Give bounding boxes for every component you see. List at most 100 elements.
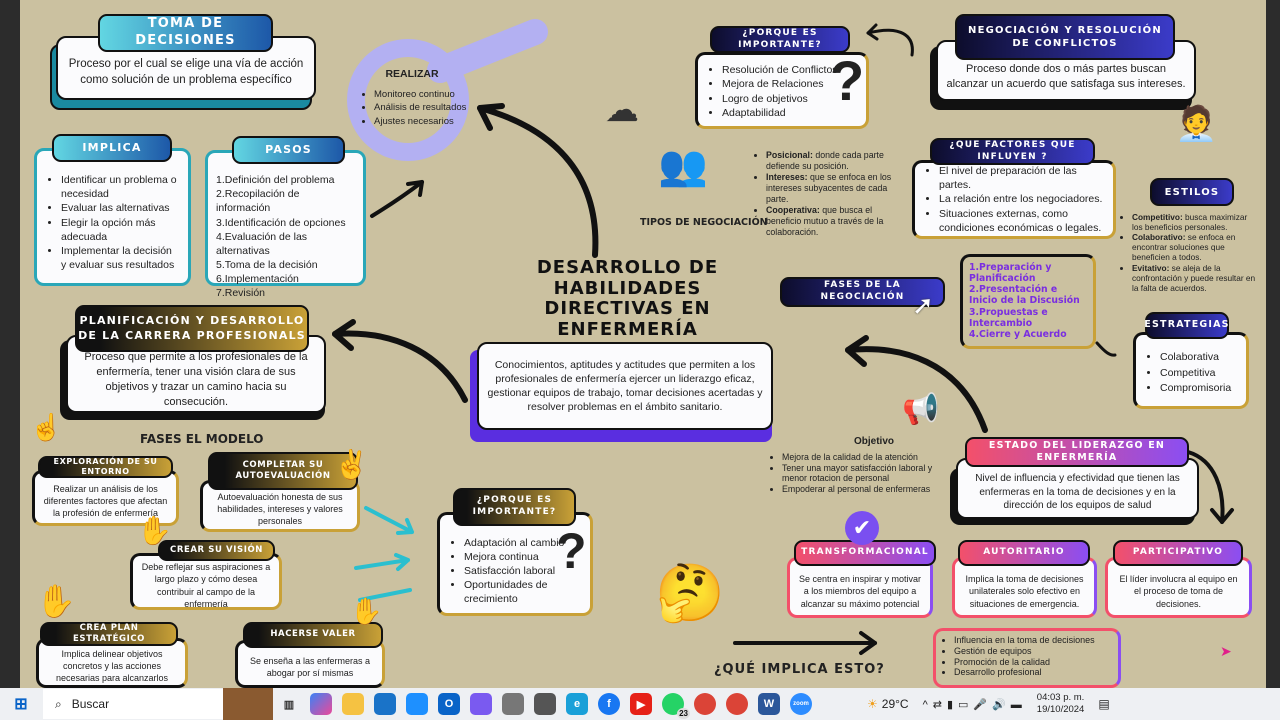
chrome-profile-icon[interactable] (726, 693, 748, 715)
center-text: Conocimientos, aptitudes y actitudes que… (477, 342, 773, 430)
weather-widget[interactable]: ☀29°C (867, 697, 909, 711)
hand-one-icon: ☝ (30, 412, 63, 442)
fase-vision-title: CREAR SU VISIÓN (158, 540, 275, 561)
list-item: Adaptabilidad (722, 106, 838, 120)
copilot-icon[interactable] (310, 693, 332, 715)
fase-plan-text: Implica delinear objetivos concretos y l… (36, 638, 188, 688)
chrome-icon[interactable] (694, 693, 716, 715)
steam-cloud-icon: ☁ (605, 91, 639, 129)
edge-icon[interactable]: e (566, 693, 588, 715)
estrategias-title: ESTRATEGIAS (1144, 312, 1229, 339)
list-item: Mejora de la calidad de la atención (782, 452, 945, 463)
list-item: La relación entre los negociadores. (939, 192, 1105, 206)
list-item: Colaborativo: se enfoca en encontrar sol… (1132, 232, 1257, 262)
right-dark-border (1266, 0, 1280, 688)
fases-negociacion-button[interactable]: FASES DE LA NEGOCIACIÓN (780, 277, 945, 307)
list-item: Identificar un problema o necesidad (61, 173, 180, 201)
negociacion-title: NEGOCIACIÓN Y RESOLUCIÓN DE CONFLICTOS (955, 14, 1175, 60)
whatsapp-icon[interactable]: 23 (662, 693, 690, 719)
youtube-icon[interactable]: ▶ (630, 693, 652, 715)
search-icon: ⌕ (55, 696, 62, 711)
importante-top-title: ¿PORQUE ES IMPORTANTE? (710, 26, 850, 53)
list-item: Gestión de equipos (954, 646, 1112, 657)
word-icon[interactable]: W (758, 693, 780, 715)
arrow-to-planificacion (332, 330, 468, 403)
file-explorer-icon[interactable] (342, 693, 364, 715)
list-item: Intereses: que se enfoca en los interese… (766, 172, 892, 205)
fase-plan-title: CREA PLAN ESTRATÉGICO (40, 622, 178, 646)
hand-four-icon: ✋ (36, 583, 76, 619)
megaphone-icon: 📢 (902, 393, 940, 426)
tipos-title: TIPOS DE NEGOCIACIÓN (640, 217, 768, 228)
tipos-list: Posicional: donde cada parte defiende su… (750, 150, 892, 238)
factores-title: ¿QUE FACTORES QUE INFLUYEN ? (930, 138, 1095, 165)
fase-exploracion-title: EXPLORACIÓN DE SU ENTORNO (38, 456, 173, 478)
cursor-click-icon: ➚ (912, 290, 934, 320)
chat-icon[interactable] (406, 693, 428, 715)
list-item: Logro de objetivos (722, 92, 838, 106)
people-conflict-icon: 🧑‍💼 (1175, 105, 1218, 143)
outlook-icon[interactable]: O (438, 693, 460, 715)
left-dark-border (0, 0, 20, 688)
importante-bottom-card: Adaptación al cambioMejora continuaSatis… (437, 512, 593, 616)
list-item: Evitativo: se aleja de la confrontación … (1132, 263, 1257, 293)
hand-three-icon: ✋ (137, 515, 172, 546)
list-item: Promoción de la calidad (954, 657, 1112, 668)
implica-esto-title: ¿QUÉ IMPLICA ESTO? (714, 662, 885, 677)
list-item: 2.Presentación e Inicio de la Discusión (969, 284, 1080, 307)
windows-start-icon[interactable]: ⊞ (14, 696, 28, 713)
list-item: Mejora de Relaciones (722, 77, 838, 91)
list-item: Ajustes necesarios (374, 115, 472, 128)
list-item: Implementar la decisión y evaluar sus re… (61, 244, 180, 272)
thinking-person-icon: 🤔 (655, 561, 725, 624)
recycle-icon[interactable] (502, 693, 524, 715)
list-item: Influencia en la toma de decisiones (954, 635, 1112, 646)
clock-date: 19/10/2024 (1036, 704, 1085, 715)
facebook-icon[interactable]: f (598, 693, 620, 715)
estilos-title: ESTILOS (1150, 178, 1234, 206)
pasos-title: PASOS (232, 136, 345, 164)
notifications-icon[interactable]: ▤ (1098, 697, 1110, 711)
list-item: 4.Cierre y Acuerdo (969, 328, 1067, 340)
list-item: 3.Propuestas e Intercambio (969, 306, 1048, 329)
store-icon[interactable] (374, 693, 396, 715)
fase-autoevaluacion-title: COMPLETAR SU AUTOEVALUACIÓN (208, 452, 358, 490)
petra-image-icon (223, 688, 273, 720)
list-item: Monitoreo continuo (374, 88, 472, 101)
hand-two-icon: ✌ (334, 449, 369, 480)
list-item: 1.Definición del problema (216, 174, 335, 186)
businessmen-icon: 👥 (658, 144, 708, 188)
implica-title: IMPLICA (52, 134, 172, 162)
app-icon[interactable] (470, 693, 492, 715)
importante-bottom-title: ¿PORQUE ES IMPORTANTE? (453, 488, 576, 526)
list-item: Evaluar las alternativas (61, 201, 180, 215)
list-item: Competitivo: busca maximizar los benefic… (1132, 212, 1257, 232)
list-item: Cooperativa: que busca el beneficio mutu… (766, 205, 892, 238)
liderazgo-title: ESTADO DEL LIDERAZGO EN ENFERMERÍA (965, 437, 1189, 467)
notification-badge: 23 (677, 708, 690, 719)
list-item: Desarrollo profesional (954, 667, 1112, 678)
list-item: Situaciones externas, como condiciones e… (939, 207, 1105, 235)
zoom-icon[interactable]: zoom (790, 693, 812, 715)
list-item: 1.Preparación y Planificación (969, 262, 1052, 285)
task-view-icon[interactable]: ▥ (283, 698, 295, 711)
main-title: DESARROLLO DE HABILIDADES DIRECTIVAS EN … (536, 257, 719, 341)
question-mark-icon: ? (556, 523, 587, 579)
system-tray-icons[interactable]: ^⇄▮▭🎤🔊▬ (922, 698, 1027, 711)
calculator-icon[interactable] (534, 693, 556, 715)
list-item: 5.Toma de la decisión (216, 259, 318, 272)
list-item: El nivel de preparación de las partes. (939, 164, 1105, 192)
hand-five-icon: ✋ (350, 596, 383, 626)
taskbar: ⊞ ⌕Buscar ▥ O e f ▶ 23 W zoom ☀29°C ^⇄▮▭… (0, 688, 1280, 720)
list-item: Elegir la opción más adecuada (61, 216, 180, 244)
weather-sun-icon: ☀ (867, 697, 878, 711)
list-item: 4.Evaluación de las alternativas (216, 230, 308, 257)
list-item: Empoderar al personal de enfermeras (782, 484, 945, 495)
list-item: Adaptación al cambio (464, 536, 582, 550)
list-item: Tener una mayor satisfacción laboral y m… (782, 463, 945, 484)
clock[interactable]: 04:03 p. m.19/10/2024 (1037, 692, 1085, 717)
list-item: 6.Implementación (216, 273, 299, 286)
list-item: Compromisoria (1160, 381, 1231, 397)
realizar-section: REALIZAR Monitoreo continuoAnálisis de r… (362, 68, 472, 128)
